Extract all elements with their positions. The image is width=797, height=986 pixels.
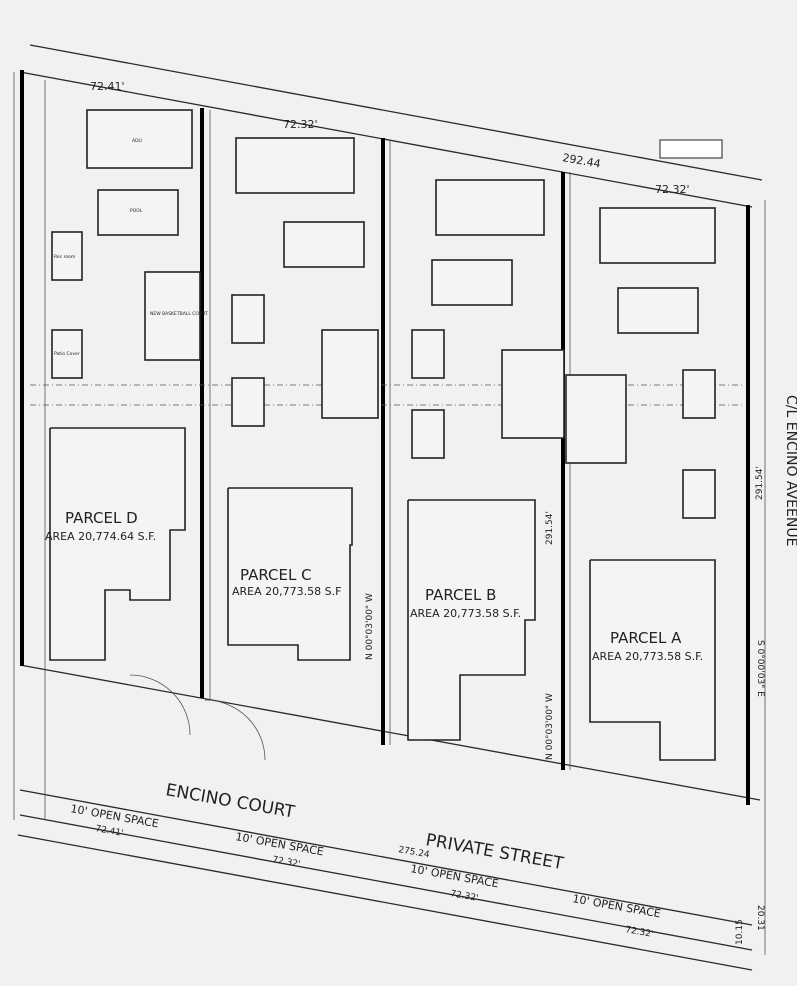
bearing-label: S 0°00'03" E — [755, 640, 765, 697]
open-space-dim: 72.32' — [271, 855, 301, 870]
bearing-label: N 00°03'00" W — [365, 593, 375, 660]
house-parcel-a — [589, 559, 716, 761]
property-line-south — [17, 834, 753, 971]
dim-top-total: 292.44 — [561, 151, 601, 170]
dim-top-c: 72.32' — [283, 118, 318, 131]
road-edge-south — [19, 789, 753, 926]
parcel-c-name: PARCEL C — [240, 566, 312, 584]
property-line-north — [19, 71, 753, 208]
basketball-court — [144, 271, 201, 361]
rec-room-label: Rec room — [54, 254, 75, 260]
house-parcel-c — [227, 487, 353, 661]
court-label: NEW BASKETBALL COURT — [150, 311, 208, 317]
parcel-d-area: AREA 20,774.64 S.F. — [45, 530, 156, 543]
open-space-label: 10' OPEN SPACE — [571, 892, 661, 920]
bearing-label: N 00°03'00" W — [545, 693, 555, 760]
adu-building — [86, 109, 193, 169]
end-dim: 10.15 — [735, 919, 745, 945]
parcel-d-name: PARCEL D — [65, 509, 138, 527]
house-parcel-b — [407, 499, 536, 741]
open-space-dim: 72.32' — [624, 925, 654, 940]
parcel-b-name: PARCEL B — [425, 586, 496, 604]
open-space-dim: 72.41' — [94, 824, 124, 839]
adu-label: ADU — [132, 138, 142, 144]
parcel-b-area: AREA 20,773.58 S.F. — [410, 607, 521, 620]
parcel-c-area: AREA 20,773.58 S.F — [232, 585, 341, 598]
parcel-a-area: AREA 20,773.58 S.F. — [592, 650, 703, 663]
pool-label: POOL — [130, 208, 143, 214]
parcel-a-name: PARCEL A — [610, 629, 682, 647]
dim-top-a: 72.32' — [655, 183, 690, 196]
outer-boundary-line — [29, 44, 763, 181]
side-dim: 291.54' — [755, 466, 765, 500]
open-space-line — [19, 814, 753, 951]
house-parcel-d — [49, 427, 186, 661]
open-space-label: 10' OPEN SPACE — [409, 862, 499, 890]
pool — [97, 189, 179, 236]
encino-court-label: ENCINO COURT — [164, 780, 297, 822]
side-dim: 291.54' — [545, 511, 555, 545]
end-dim: 20.31 — [755, 905, 765, 931]
open-space-dim: 72.32' — [449, 889, 479, 904]
open-space-label: 10' OPEN SPACE — [234, 830, 324, 858]
patio-label: Patio Cover — [54, 351, 80, 357]
avenue-label: C/L ENCINO AVEENUE — [783, 395, 797, 546]
notes-box — [659, 139, 723, 159]
dim-top-d: 72.41' — [90, 80, 125, 93]
